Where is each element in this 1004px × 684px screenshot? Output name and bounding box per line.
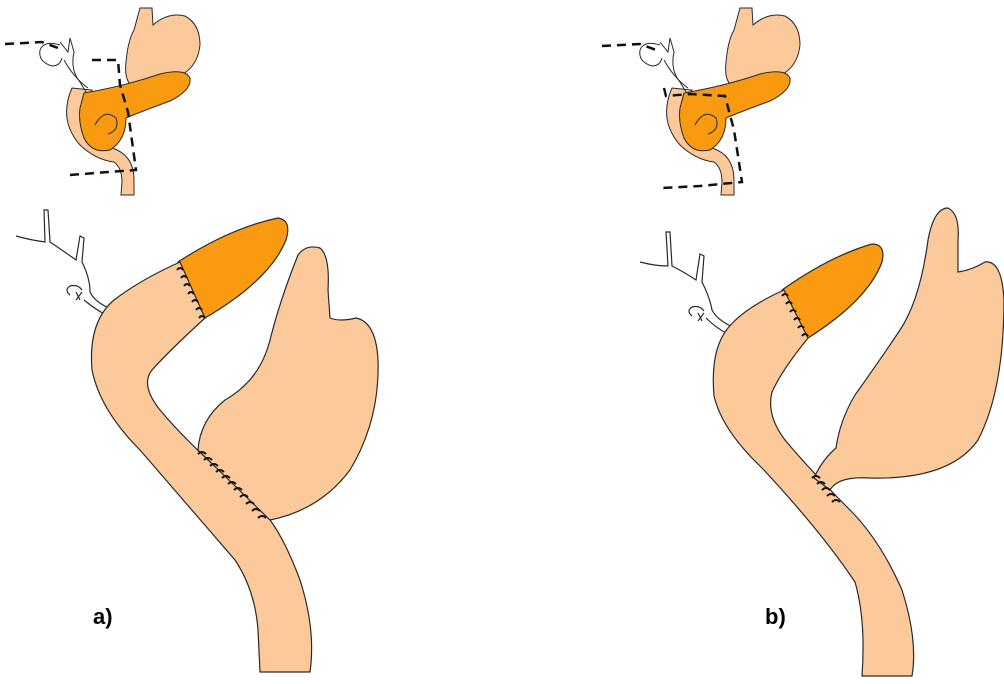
stomach-b [814,208,1004,490]
overview-anatomy-a [5,8,200,195]
panel-label-b: b) [765,604,786,630]
panel-b [602,8,1004,676]
panel-a [5,8,378,672]
bile-duct-a [16,210,120,316]
bile-duct-b [640,232,740,334]
overview-anatomy-b [602,8,800,195]
gallbladder-tie-a [67,286,82,301]
jejunal-limb-b [713,290,913,676]
gallbladder-tie-b [689,307,704,322]
panel-label-a: a) [93,604,113,630]
